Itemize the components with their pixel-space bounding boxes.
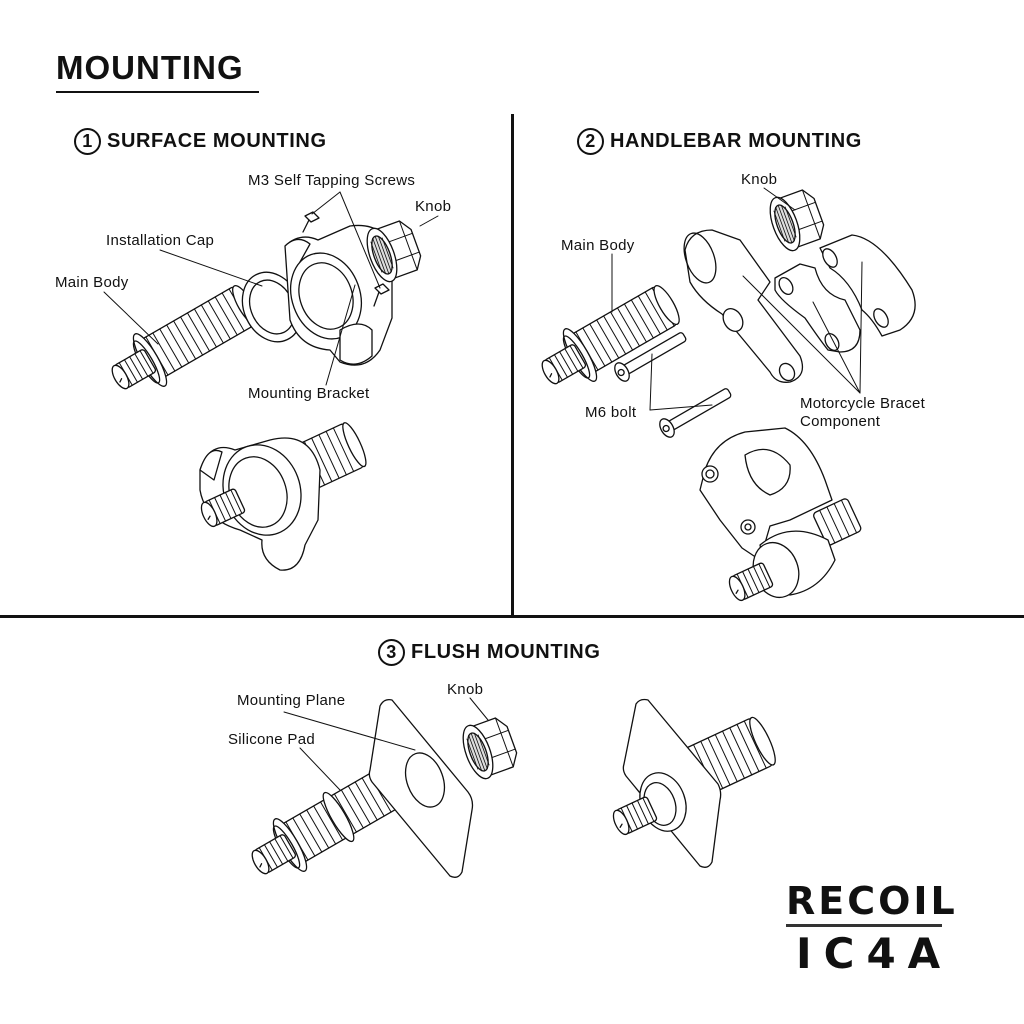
handlebar-main-body bbox=[538, 276, 687, 387]
section-3-title: FLUSH MOUNTING bbox=[411, 641, 601, 663]
label-motorcycle-bracket-1: Motorcycle Bracet bbox=[800, 395, 926, 412]
mounting-bracket bbox=[279, 225, 392, 365]
label-motorcycle-bracket-2: Component bbox=[800, 413, 881, 430]
label-main-body-2: Main Body bbox=[561, 237, 635, 254]
brand-logo: RECOIL IC4A bbox=[786, 879, 958, 978]
label-installation-cap: Installation Cap bbox=[106, 232, 215, 249]
surface-main-body-exploded bbox=[108, 281, 263, 392]
handlebar-assembled bbox=[700, 428, 862, 604]
brand-divider bbox=[786, 924, 942, 927]
label-m3-screws: M3 Self Tapping Screws bbox=[248, 172, 416, 189]
bracket-arm bbox=[678, 229, 803, 384]
step-number-1: 1 bbox=[74, 128, 101, 155]
m6-bolts bbox=[612, 327, 735, 439]
label-m6-bolt: M6 bolt bbox=[585, 404, 637, 421]
section-1-title: SURFACE MOUNTING bbox=[107, 130, 327, 152]
label-mounting-bracket: Mounting Bracket bbox=[248, 385, 370, 402]
section-3-heading: 3 FLUSH MOUNTING bbox=[378, 639, 601, 666]
horizontal-divider bbox=[0, 615, 1024, 618]
page-title: MOUNTING bbox=[56, 49, 244, 86]
label-mounting-plane: Mounting Plane bbox=[237, 692, 346, 709]
knob-2 bbox=[763, 184, 830, 256]
label-knob-2: Knob bbox=[741, 171, 778, 188]
label-knob-3: Knob bbox=[447, 681, 484, 698]
knob-3 bbox=[456, 712, 523, 784]
surface-assembled bbox=[197, 420, 370, 570]
step-number-3: 3 bbox=[378, 639, 405, 666]
label-main-body-1: Main Body bbox=[55, 274, 129, 291]
section-2-title: HANDLEBAR MOUNTING bbox=[610, 130, 862, 152]
title-underline bbox=[56, 91, 259, 93]
section-1-heading: 1 SURFACE MOUNTING bbox=[74, 128, 327, 155]
step-number-2: 2 bbox=[577, 128, 604, 155]
model-number: IC4A bbox=[796, 929, 953, 978]
label-knob-1: Knob bbox=[415, 198, 452, 215]
clamp-halves bbox=[775, 235, 915, 353]
flush-assembled bbox=[609, 700, 780, 868]
section-2-heading: 2 HANDLEBAR MOUNTING bbox=[577, 128, 862, 155]
brand-name: RECOIL bbox=[786, 879, 958, 923]
m3-screws bbox=[303, 212, 389, 306]
label-silicone-pad: Silicone Pad bbox=[228, 731, 315, 748]
vertical-divider bbox=[511, 114, 514, 616]
mounting-plane-plate bbox=[369, 700, 472, 878]
